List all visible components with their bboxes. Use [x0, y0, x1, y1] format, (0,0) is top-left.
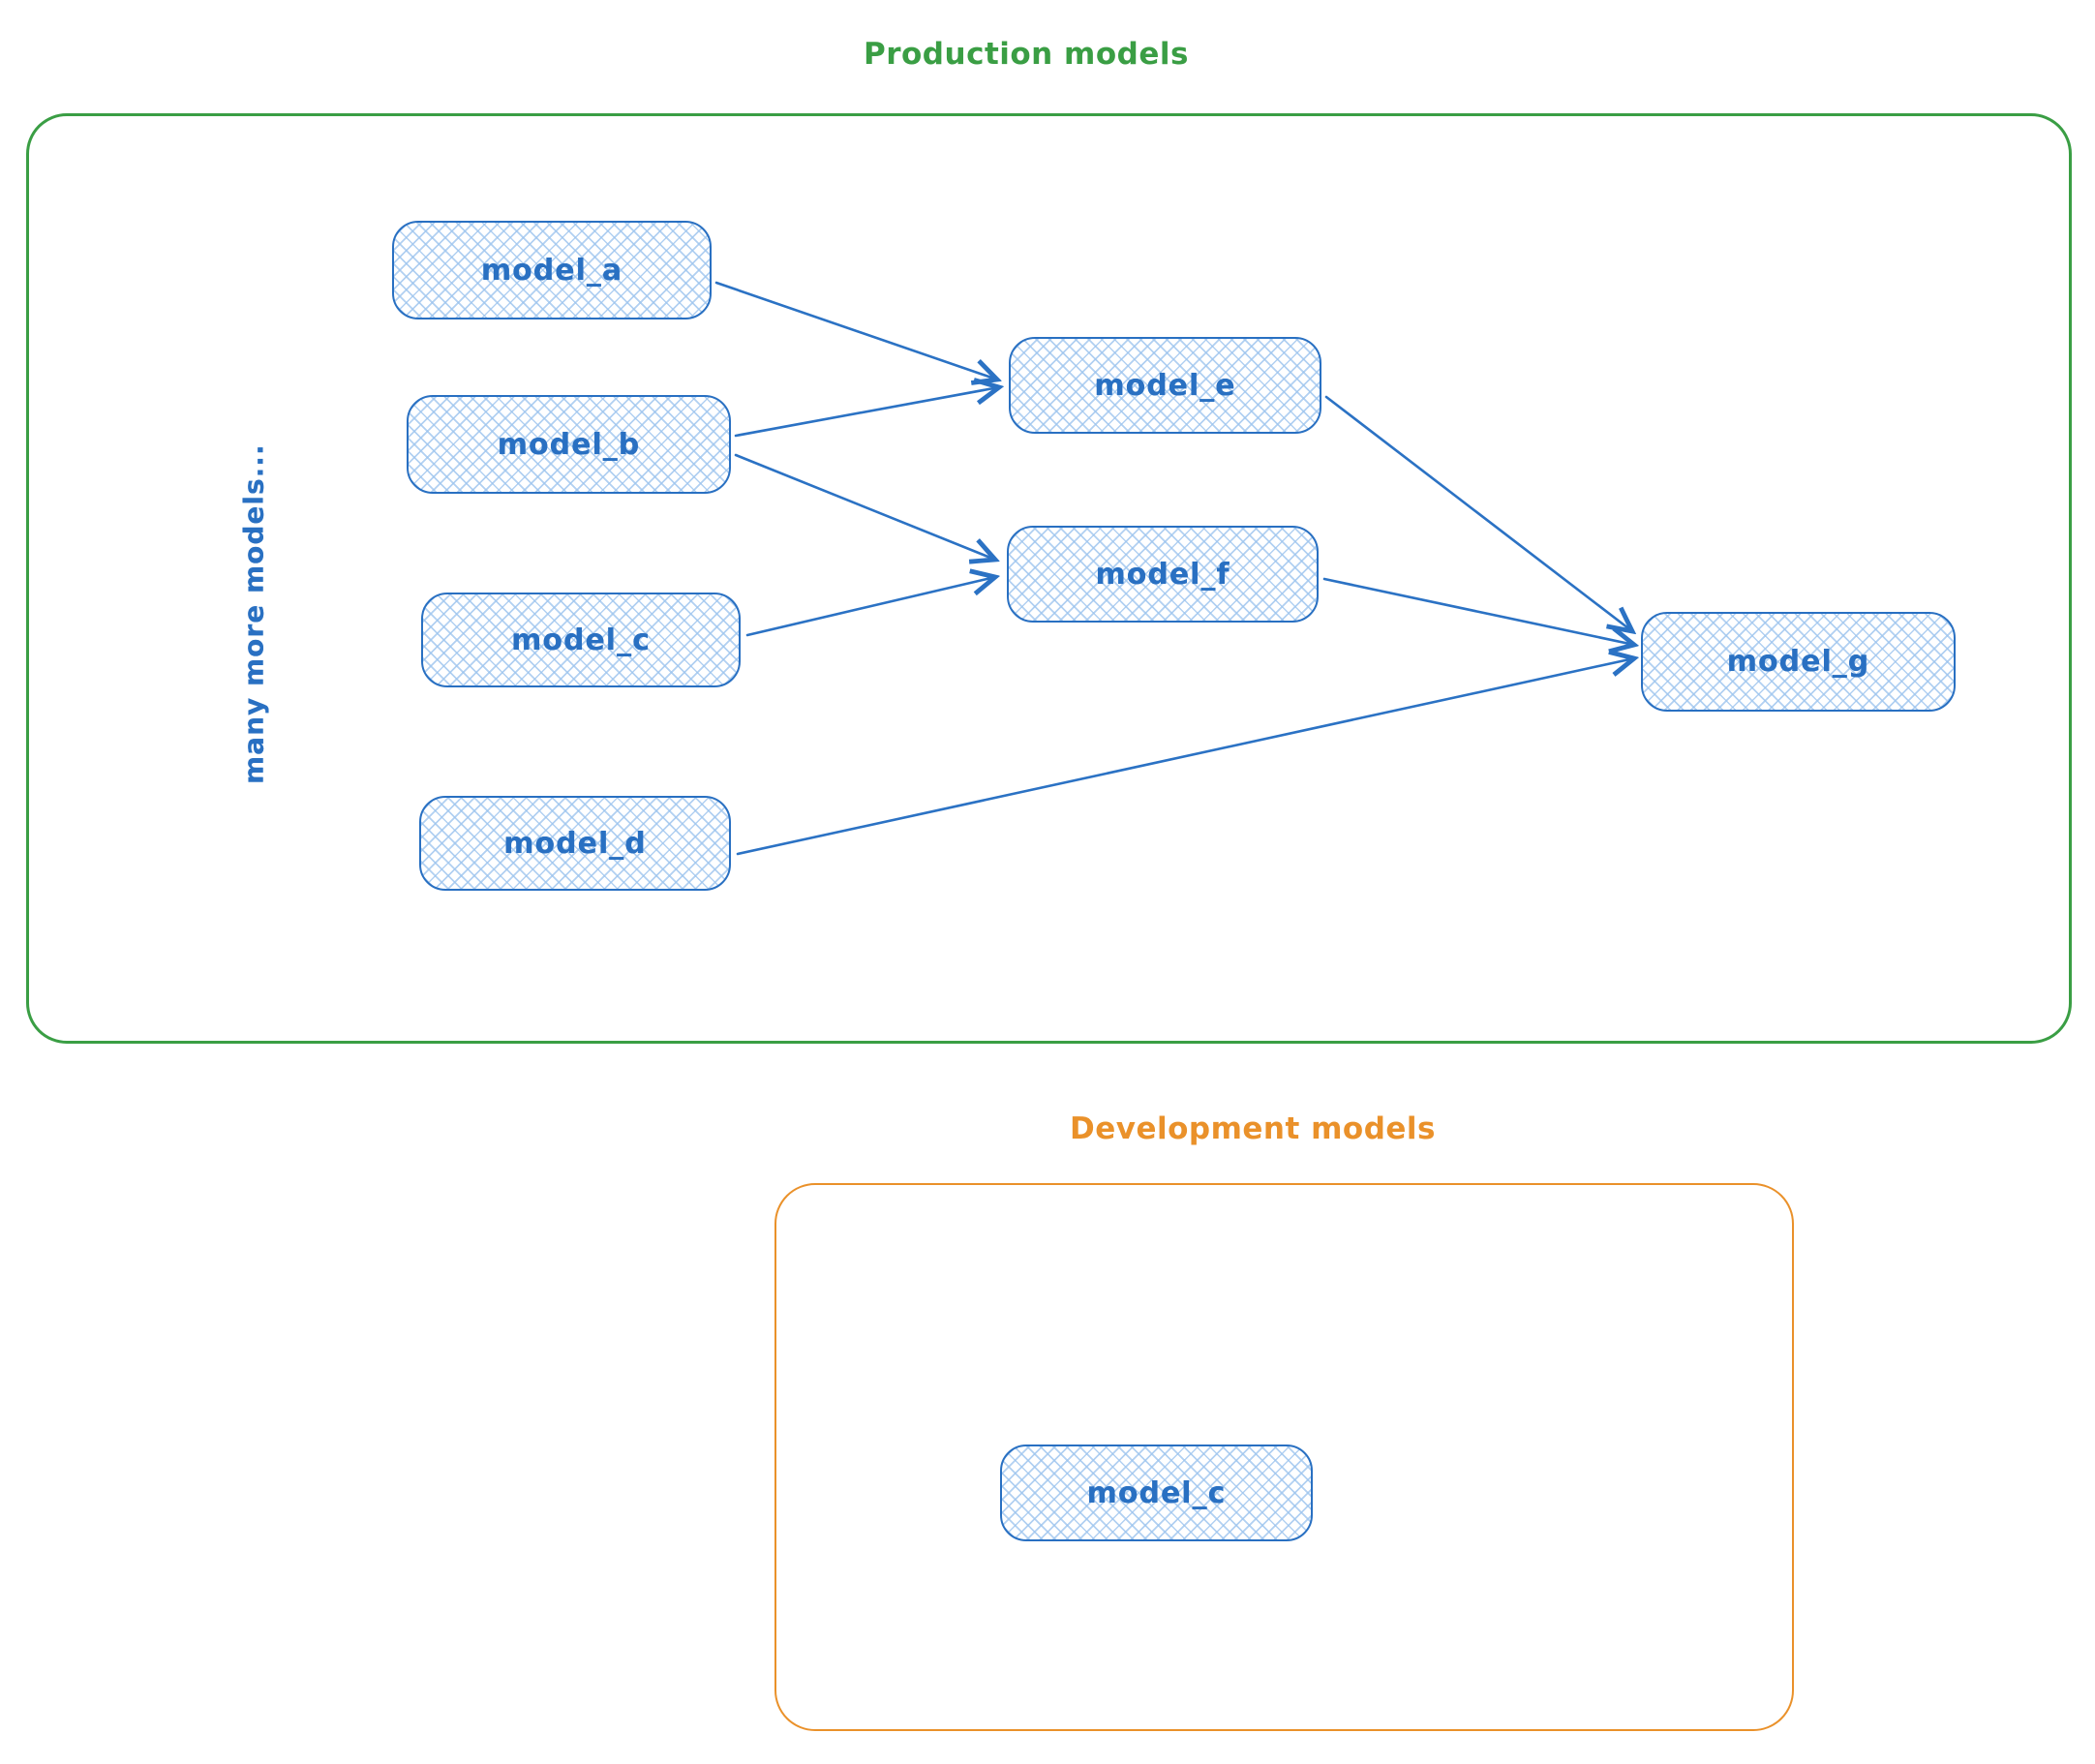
node-model-a: model_a: [392, 221, 712, 319]
node-dev-model-c-label: model_c: [1086, 1475, 1227, 1510]
node-model-g: model_g: [1641, 612, 1956, 712]
development-group-title: Development models: [1070, 1111, 1437, 1146]
production-group-frame: [26, 113, 2072, 1044]
node-model-b-label: model_b: [497, 427, 641, 462]
node-model-c: model_c: [421, 593, 741, 687]
node-model-f-label: model_f: [1095, 557, 1230, 592]
node-dev-model-c: model_c: [1000, 1445, 1313, 1541]
node-model-e: model_e: [1009, 337, 1321, 434]
node-model-c-label: model_c: [511, 623, 651, 657]
node-model-a-label: model_a: [480, 253, 623, 288]
node-model-e-label: model_e: [1094, 368, 1236, 403]
development-group-frame: [774, 1183, 1794, 1731]
many-more-models-note: many more models...: [237, 443, 270, 784]
node-model-d-label: model_d: [503, 826, 647, 861]
node-model-d: model_d: [419, 796, 731, 891]
production-group-title: Production models: [864, 37, 1189, 72]
node-model-b: model_b: [407, 395, 731, 494]
node-model-f: model_f: [1007, 526, 1319, 623]
node-model-g-label: model_g: [1726, 645, 1870, 679]
